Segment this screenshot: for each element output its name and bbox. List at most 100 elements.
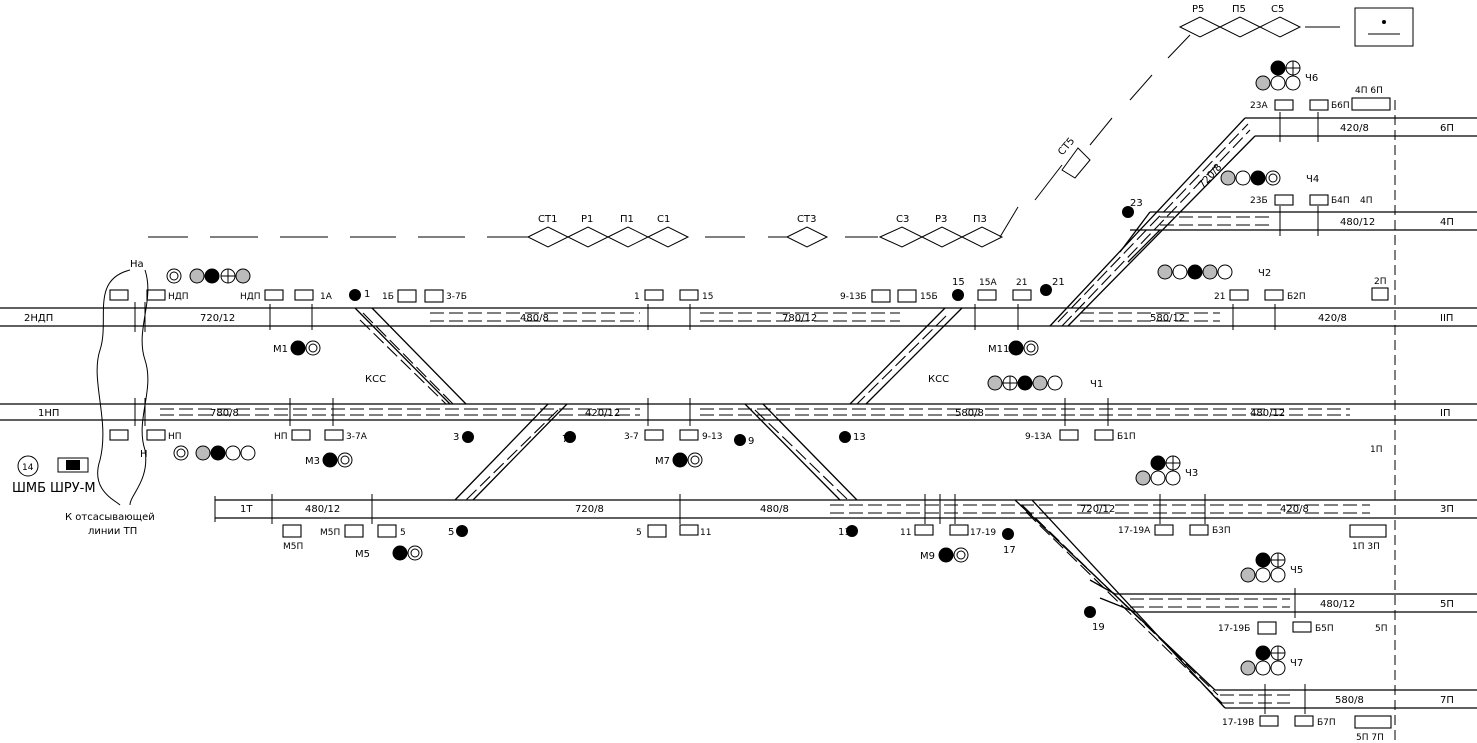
relay-label: 17-19Б: [1218, 624, 1250, 634]
branch-21-23: [1049, 117, 1256, 327]
relay-label: 1А: [320, 292, 333, 302]
length-label: 480/12: [1340, 217, 1375, 228]
shmb-label: ШМБ: [12, 481, 46, 496]
relay-label: 5: [636, 528, 642, 538]
code-label: СТ5: [1056, 136, 1077, 158]
relay-label: Б1П: [1117, 432, 1136, 442]
track-label-6p: 6П: [1440, 123, 1454, 134]
relay-label: 9-13А: [1025, 432, 1052, 442]
signal-label: Ч3: [1185, 468, 1198, 479]
relay-label: Б6П: [1331, 101, 1350, 111]
relay-label: 23А: [1250, 101, 1268, 111]
length-label: 480/8: [760, 504, 789, 515]
length-label: 720/12: [1080, 504, 1115, 515]
switch-label: 5: [448, 527, 454, 538]
signal-label: М5: [355, 549, 370, 560]
relay-label: НП: [168, 432, 182, 442]
track-3: [214, 496, 1477, 522]
switch-label: 13: [853, 432, 866, 443]
length-label: 720/12: [200, 313, 235, 324]
code-label: С1: [657, 214, 670, 225]
relay-label: 15Б: [920, 292, 938, 302]
relay-label: 17-19: [970, 528, 996, 538]
relay-label: 15А: [979, 278, 997, 288]
kss-label: КСС: [928, 374, 949, 385]
switch-dots: [349, 206, 1134, 618]
relay-label: 1Б: [382, 292, 394, 302]
number-14: 14: [22, 463, 34, 473]
relay-label: 3-7Б: [446, 292, 467, 302]
signal-label: Ч2: [1258, 268, 1271, 279]
code-label: Р1: [581, 214, 593, 225]
unit-label: 5П: [1375, 624, 1388, 634]
track-label-2p: IIП: [1440, 313, 1453, 324]
code-label: СТ1: [538, 214, 557, 225]
track-4: [1130, 211, 1477, 231]
length-label: 480/12: [1250, 408, 1285, 419]
unit-label: 1П 3П: [1352, 542, 1380, 552]
relay-label: 11: [700, 528, 711, 538]
crossover-1-3: [354, 307, 467, 405]
switch-label: 1: [364, 289, 370, 300]
track-label-5p: 5П: [1440, 599, 1454, 610]
unit-label: 5П 7П: [1356, 733, 1384, 743]
code-label: СТ3: [797, 214, 816, 225]
crossover-15-13: [849, 307, 963, 405]
switch-label: 9: [748, 436, 754, 447]
signal-label: М9: [920, 551, 935, 562]
signal-label: Ч4: [1306, 174, 1319, 185]
relay-label: НП: [274, 432, 288, 442]
relay-label: 5: [400, 528, 406, 538]
signal-label: Ч7: [1290, 658, 1303, 669]
signal-label: М7: [655, 456, 670, 467]
switch-label: 21: [1052, 277, 1065, 288]
kss-label: КСС: [365, 374, 386, 385]
length-label: 420/8: [1340, 123, 1369, 134]
signal-label: На: [130, 259, 144, 270]
length-label: 780/8: [210, 408, 239, 419]
length-label: 480/12: [1320, 599, 1355, 610]
track-label-7p: 7П: [1440, 695, 1454, 706]
relay-label: 1: [634, 292, 640, 302]
track-label-2ndp: 2НДП: [24, 313, 53, 324]
code-label: П5: [1232, 4, 1246, 15]
length-label: 720/8: [575, 504, 604, 515]
unit-label: 1П: [1370, 445, 1383, 455]
track-label-1t: 1Т: [240, 504, 253, 515]
length-label: 480/8: [520, 313, 549, 324]
relay-label: 17-19А: [1118, 526, 1151, 536]
switch-label: 23: [1130, 198, 1143, 209]
relay-label: 23Б: [1250, 196, 1268, 206]
crossover-9-11: [744, 403, 858, 501]
relay-label: М5П: [283, 542, 303, 552]
suction-cables: [96, 269, 149, 506]
relay-label: 3-7: [624, 432, 639, 442]
length-label: 720/8: [1197, 162, 1224, 191]
switch-label: 11: [838, 527, 851, 538]
unit-label: 4П: [1360, 196, 1373, 206]
track-5: [1115, 593, 1477, 613]
track-1: [0, 403, 1477, 421]
code-label: С3: [896, 214, 909, 225]
relay-label: Б5П: [1315, 624, 1334, 634]
suction-note-line2: линии ТП: [88, 526, 137, 537]
signal-label: Ч6: [1305, 73, 1318, 84]
length-label: 580/12: [1150, 313, 1185, 324]
relay-label: 9-13Б: [840, 292, 867, 302]
code-label: П1: [620, 214, 634, 225]
code-label: Р3: [935, 214, 947, 225]
labels: 2НДП 1НП IIП IП 3П 4П 6П 5П 7П 1Т 720/12…: [12, 4, 1454, 743]
track-label-1p: IП: [1440, 408, 1450, 419]
code-label: Р5: [1192, 4, 1204, 15]
suction-note-line1: К отсасывающей: [65, 512, 155, 523]
switch-label: 7: [562, 434, 568, 445]
signal-label: М3: [305, 456, 320, 467]
relay-label: М5П: [320, 528, 340, 538]
relay-boxes: [109, 97, 1392, 729]
relay-label: 11: [900, 528, 911, 538]
track-label-1np: 1НП: [38, 408, 59, 419]
track-2: [0, 307, 1477, 327]
relay-label: 17-19В: [1222, 718, 1254, 728]
switch-label: 19: [1092, 622, 1105, 633]
relay-label: 15: [702, 292, 713, 302]
